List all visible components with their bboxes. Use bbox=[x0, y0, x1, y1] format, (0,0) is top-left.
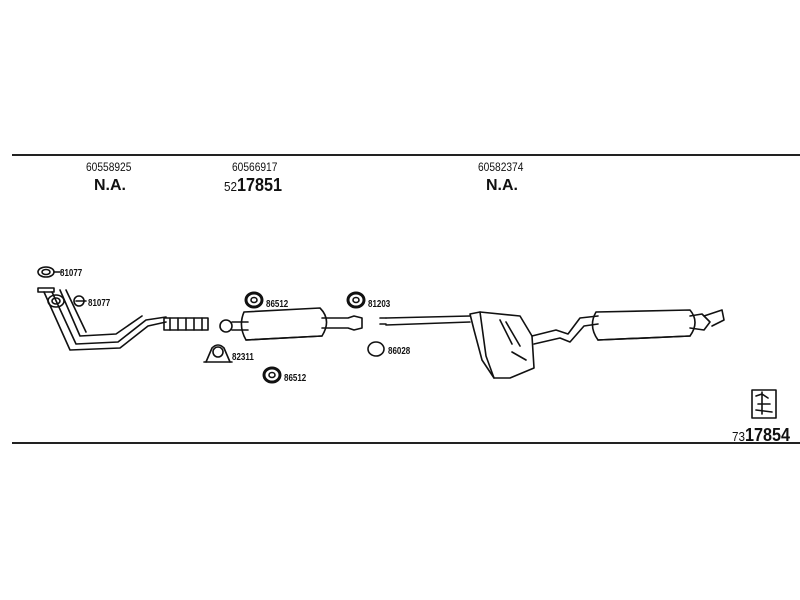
top-divider bbox=[12, 154, 800, 156]
kit-reference: 7317854 bbox=[732, 425, 790, 446]
kit-reference-prefix: 73 bbox=[732, 429, 746, 444]
bottom-divider bbox=[12, 442, 800, 444]
kit-reference-main: 17854 bbox=[745, 425, 791, 445]
kit-box-icon bbox=[751, 389, 777, 419]
part-label-rubber-mount-3: 81203 bbox=[368, 299, 391, 310]
rubber-mount-3-icon bbox=[346, 291, 366, 309]
part-label-rubber-mount-1: 86512 bbox=[266, 299, 289, 310]
ref-number-2-prefix: 52 bbox=[224, 179, 238, 194]
ref-number-3: N.A. bbox=[486, 177, 518, 194]
middle-silencer-icon bbox=[219, 307, 363, 341]
front-pipe-icon bbox=[37, 287, 209, 351]
part-label-gasket-flange: 81077 bbox=[88, 298, 111, 309]
gasket-top-icon bbox=[37, 266, 61, 278]
part-label-ring-gasket: 86028 bbox=[388, 346, 411, 357]
oe-number-3: 60582374 bbox=[478, 160, 524, 174]
rubber-mount-2-icon bbox=[262, 366, 282, 384]
oe-number-2: 60566917 bbox=[232, 160, 278, 174]
ref-number-1: N.A. bbox=[94, 177, 126, 194]
part-label-gasket-top: 81077 bbox=[60, 268, 83, 279]
rear-silencer-icon bbox=[379, 309, 725, 379]
clamp-icon bbox=[203, 344, 233, 363]
part-label-rubber-mount-2: 86512 bbox=[284, 373, 307, 384]
part-label-clamp: 82311 bbox=[232, 352, 254, 363]
ref-number-2: 5217851 bbox=[224, 175, 282, 196]
ring-gasket-icon bbox=[367, 341, 385, 357]
rubber-mount-1-icon bbox=[244, 291, 264, 309]
ref-number-2-main: 17851 bbox=[237, 175, 283, 195]
oe-number-1: 60558925 bbox=[86, 160, 132, 174]
